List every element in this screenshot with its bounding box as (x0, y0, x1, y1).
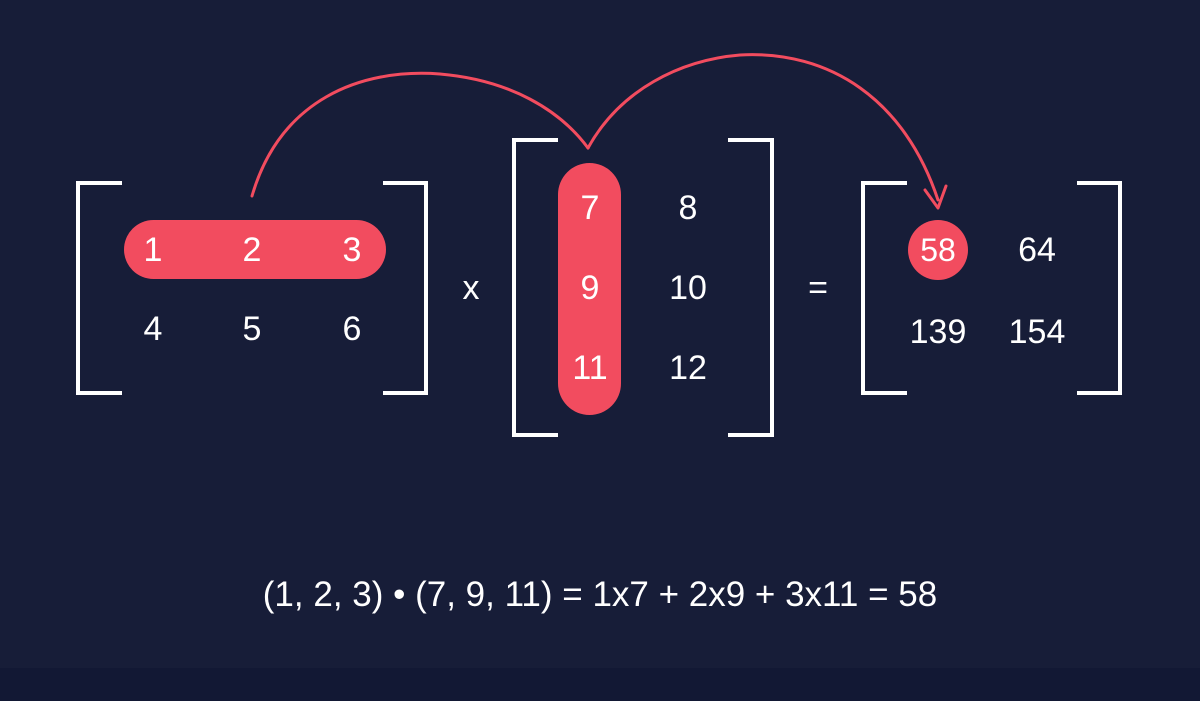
matrix-c-cell: 139 (909, 313, 967, 351)
matrix-a-cell: 2 (242, 231, 262, 269)
arrowhead-icon (923, 184, 948, 210)
matrix-a-right-bracket (383, 181, 428, 395)
footer-band (0, 668, 1200, 701)
matrix-c-cell: 58 (920, 232, 956, 268)
matrix-b-right-bracket (728, 138, 774, 437)
result-highlight-circle (908, 220, 968, 280)
matrix-c-right-bracket (1077, 181, 1122, 395)
matrix-b-cell: 12 (669, 349, 707, 387)
row-to-column-arrow (250, 71, 590, 198)
column-highlight-pill (558, 163, 621, 415)
multiply-operator: x (462, 269, 480, 307)
matrix-b-cell: 9 (580, 269, 600, 307)
matrix-a-cell: 1 (143, 231, 163, 269)
dot-product-equation: (1, 2, 3) • (7, 9, 11) = 1x7 + 2x9 + 3x1… (262, 575, 938, 614)
matrix-a-cell: 6 (342, 310, 362, 348)
matrix-c-left-bracket (861, 181, 907, 395)
matrix-b-cell: 8 (678, 189, 698, 227)
matrix-b-cell: 7 (580, 189, 600, 227)
matrix-b-cell: 11 (572, 349, 608, 387)
matrix-c-cell: 64 (1018, 231, 1056, 269)
equals-operator: = (808, 269, 828, 307)
matrix-a-left-bracket (76, 181, 122, 395)
matrix-b-left-bracket (512, 138, 558, 437)
matrix-a-cell: 4 (143, 310, 163, 348)
matrix-a-cell: 5 (242, 310, 262, 348)
column-to-result-arrow (586, 53, 940, 202)
matrix-b-cell: 10 (669, 269, 707, 307)
row-highlight-pill (124, 220, 386, 279)
matrix-c-cell: 154 (1008, 313, 1066, 351)
matrix-a-cell: 3 (342, 231, 362, 269)
